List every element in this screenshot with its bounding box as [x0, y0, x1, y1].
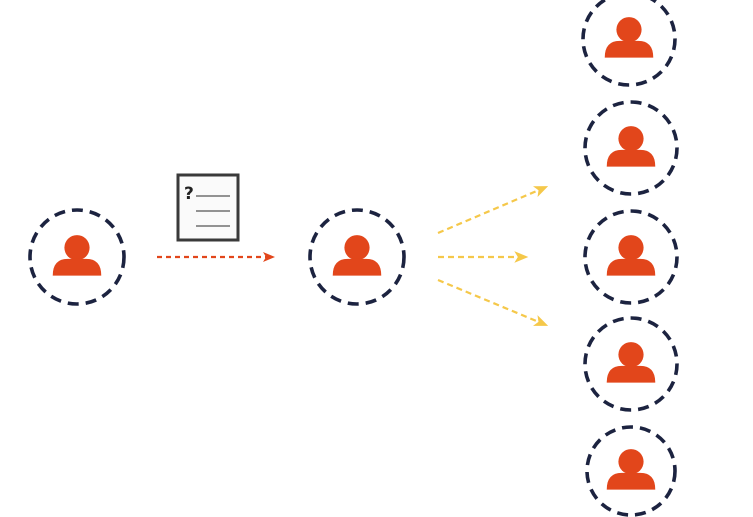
recipient-node: [583, 316, 679, 412]
person-icon: [332, 235, 382, 276]
requester-node: [28, 208, 126, 306]
recipient-node: [583, 209, 679, 305]
dashed-ring: [585, 425, 677, 517]
dashed-ring: [581, 0, 677, 87]
document-question-mark: ?: [184, 184, 194, 204]
recipient-node: [585, 425, 677, 517]
dashed-ring: [28, 208, 126, 306]
relay-node: [308, 208, 406, 306]
recipient-node: [581, 0, 677, 87]
person-icon: [606, 126, 656, 167]
recipient-node: [583, 100, 679, 196]
dashed-ring: [583, 100, 679, 196]
person-icon: [604, 17, 654, 58]
person-icon: [606, 235, 656, 276]
broadcast-arrow-up: [437, 185, 549, 235]
dashed-ring: [583, 209, 679, 305]
person-icon: [52, 235, 102, 276]
dashed-ring: [583, 316, 679, 412]
dashed-ring: [308, 208, 406, 306]
broadcast-arrow-down: [437, 278, 549, 327]
person-icon: [606, 449, 656, 490]
person-icon: [606, 342, 656, 383]
question-document-icon: ?: [176, 173, 240, 242]
